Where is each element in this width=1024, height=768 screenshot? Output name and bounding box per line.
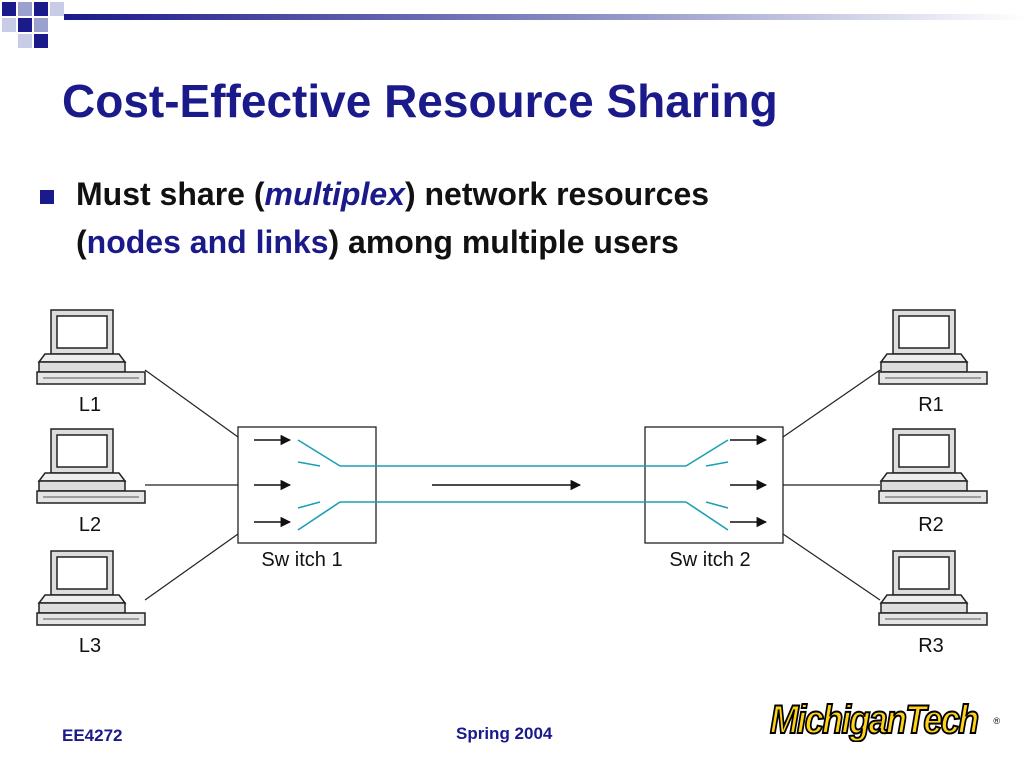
computer-l2-icon (36, 428, 146, 504)
bullet-emphasis-nodes-links: nodes and links (86, 224, 329, 260)
bullet-square-icon (40, 190, 54, 204)
host-label-r1: R1 (918, 394, 944, 416)
bullet-text-part: ) among multiple users (328, 224, 679, 260)
host-label-l3: L3 (79, 635, 101, 657)
footer-course: EE4272 (62, 726, 123, 745)
shared-trunk (297, 439, 729, 531)
bullet-text: Must share (multiplex) network resources… (76, 170, 976, 266)
slide-title: Cost-Effective Resource Sharing (62, 75, 778, 127)
host-label-l1: L1 (79, 394, 101, 416)
network-diagram: L1 L2 L3 R1 R2 R3 Sw itch 1 Sw itch 2 (36, 309, 988, 657)
link-switch2-r3 (782, 533, 881, 601)
corner-decoration (2, 2, 64, 48)
flow-arrows (254, 434, 768, 528)
link-l1-switch1 (144, 369, 239, 438)
computer-l1-icon (36, 309, 146, 385)
bullet-text-part: ( (76, 224, 87, 260)
computer-r2-icon (878, 428, 988, 504)
bullet-emphasis-multiplex: multiplex (264, 176, 405, 212)
computer-r3-icon (878, 550, 988, 626)
footer-term: Spring 2004 (456, 724, 553, 743)
switch-1-label: Sw itch 1 (261, 549, 342, 571)
host-label-l2: L2 (79, 514, 101, 536)
logo-wordmark: MichiganTech (769, 697, 980, 743)
host-label-r3: R3 (918, 635, 944, 657)
computer-r1-icon (878, 309, 988, 385)
switch-2-label: Sw itch 2 (669, 549, 750, 571)
bullet-text-part: ) network resources (404, 176, 710, 212)
header-gradient-bar (64, 14, 1024, 20)
michigan-tech-logo: MichiganTech ® (766, 697, 1000, 746)
link-l3-switch1 (144, 533, 239, 601)
bullet-text-part: Must share ( (76, 176, 265, 212)
host-label-r2: R2 (918, 514, 944, 536)
link-switch2-r1 (782, 369, 881, 438)
logo-registered-mark: ® (993, 716, 1000, 726)
computer-l3-icon (36, 550, 146, 626)
